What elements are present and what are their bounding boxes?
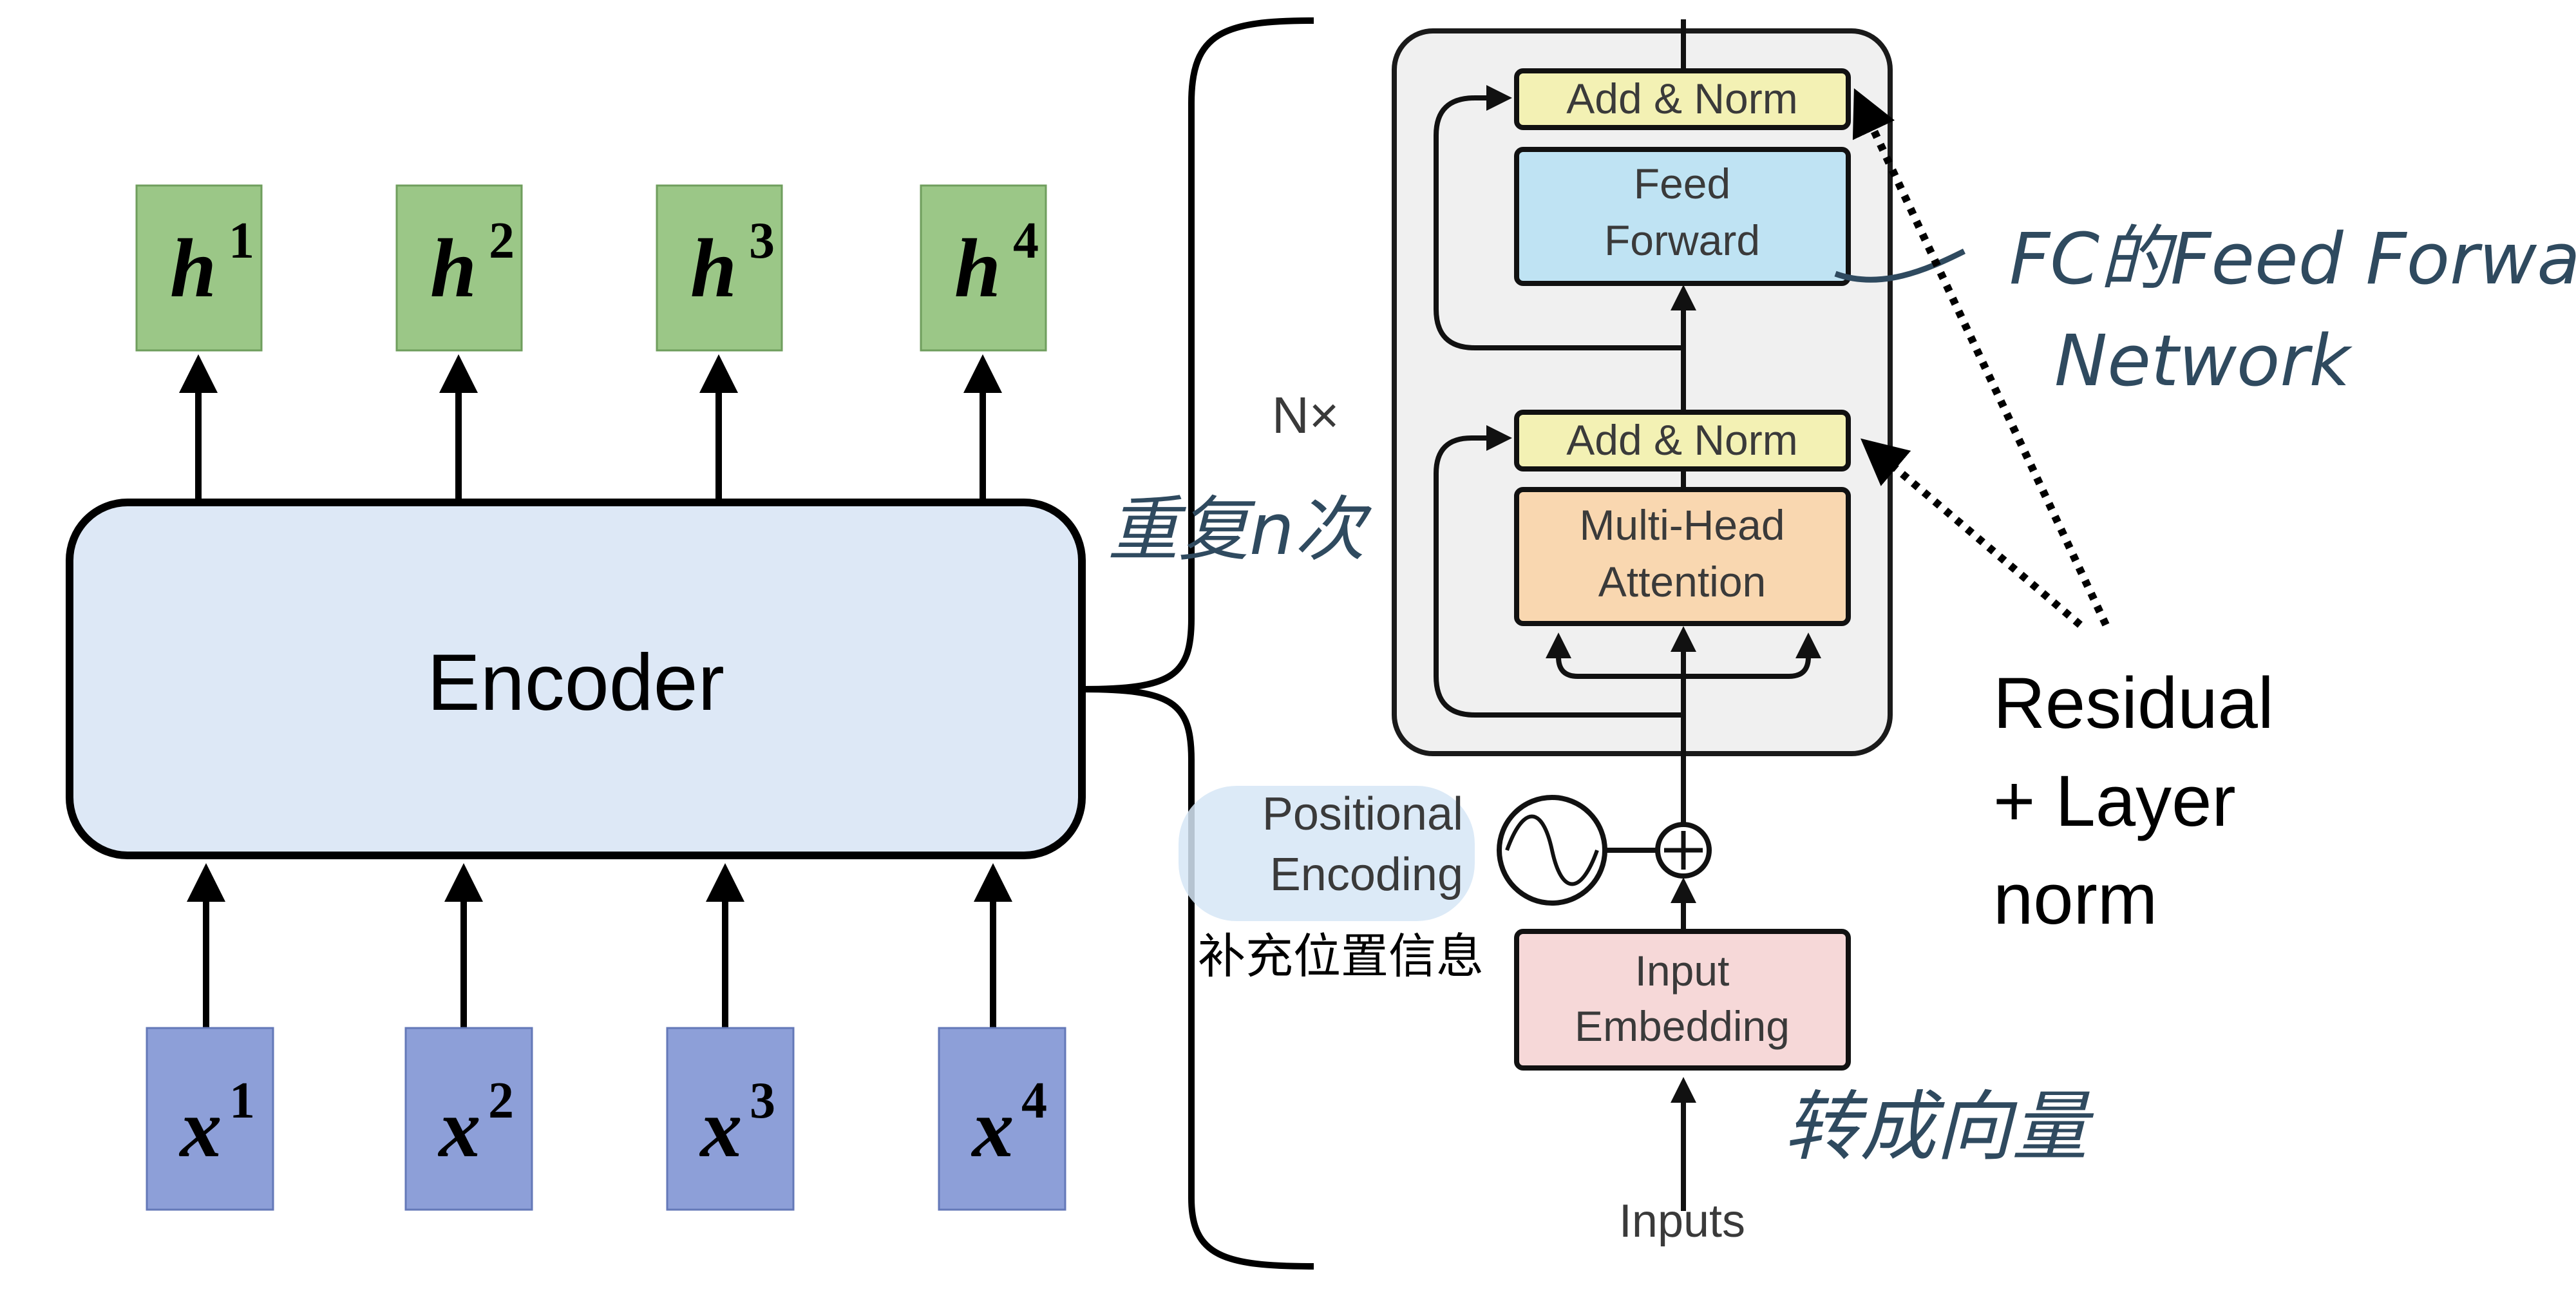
multi-head-line1: Multi-Head <box>1579 501 1785 549</box>
output-h3-base: h <box>690 222 737 315</box>
input-x3: x 3 <box>666 1027 795 1211</box>
positional-note: 补充位置信息 <box>1198 929 1484 983</box>
input-x4-sup: 4 <box>1021 1072 1047 1129</box>
plus-icon <box>1655 822 1712 879</box>
embedding-note: 转成向量 <box>1784 1082 2094 1171</box>
output-h1-sup: 1 <box>229 213 254 269</box>
input-embedding-line1: Input <box>1635 947 1730 995</box>
layer-stack <box>1392 28 1893 756</box>
input-x3-sup: 3 <box>750 1072 775 1129</box>
input-x3-base: x <box>699 1082 743 1175</box>
attention-inputs <box>1546 633 1821 679</box>
repeat-note: 重复n次 <box>1108 488 1372 571</box>
output-h2: h 2 <box>395 184 523 352</box>
sine-wave-icon <box>1497 795 1662 906</box>
residual-pointer-arrows <box>1852 88 2110 628</box>
input-x2-base: x <box>438 1082 481 1175</box>
input-x2: x 2 <box>404 1027 533 1211</box>
output-h4-base: h <box>954 222 1001 315</box>
positional-encoding-line1: Positional <box>1262 788 1463 840</box>
output-h3: h 3 <box>656 184 783 352</box>
input-x1: x 1 <box>146 1027 274 1211</box>
encoder-label: Encoder <box>427 638 724 727</box>
add-norm-bottom-label: Add & Norm <box>1566 416 1797 464</box>
add-norm-top: Add & Norm <box>1514 68 1851 130</box>
multi-head-line2: Attention <box>1598 558 1766 605</box>
output-h2-base: h <box>430 222 477 315</box>
residual-note-line1: Residual <box>1993 663 2274 743</box>
fc-note-connector <box>1834 248 1966 283</box>
output-h3-sup: 3 <box>749 213 775 269</box>
inputs-label: Inputs <box>1619 1195 1745 1247</box>
fc-note-line1: FC的Feed Forward <box>2009 218 2576 300</box>
residual-note-line3: norm <box>1993 859 2157 939</box>
repeat-label: N× <box>1272 386 1340 444</box>
feed-forward-line1: Feed <box>1634 160 1730 207</box>
output-h4-sup: 4 <box>1013 213 1039 269</box>
add-norm-top-label: Add & Norm <box>1566 75 1797 122</box>
input-embedding-line2: Embedding <box>1575 1002 1790 1050</box>
input-arrows <box>187 863 1012 1028</box>
input-embedding-block: Input Embedding <box>1514 929 1851 1071</box>
input-x2-sup: 2 <box>488 1072 514 1129</box>
input-x4: x 4 <box>938 1027 1066 1211</box>
curly-brace <box>1081 17 1314 1270</box>
output-h2-sup: 2 <box>489 213 515 269</box>
encoder-block: Encoder <box>66 499 1086 859</box>
output-arrows <box>179 354 1002 502</box>
output-h1-base: h <box>170 222 216 315</box>
fc-note-line2: Network <box>2054 319 2353 402</box>
input-x4-base: x <box>971 1082 1014 1175</box>
residual-note-line2: + Layer <box>1993 761 2236 841</box>
output-h4: h 4 <box>920 184 1047 352</box>
positional-encoding-line2: Encoding <box>1270 849 1463 900</box>
positional-highlight <box>1179 786 1475 921</box>
output-h1: h 1 <box>135 184 263 352</box>
residual-connections <box>1434 85 1683 718</box>
add-norm-bottom: Add & Norm <box>1514 410 1851 472</box>
feed-forward-line2: Forward <box>1604 216 1760 264</box>
input-x1-base: x <box>179 1082 222 1175</box>
feed-forward-block: Feed Forward <box>1514 147 1851 286</box>
input-x1-sup: 1 <box>229 1072 255 1129</box>
multi-head-attention-block: Multi-Head Attention <box>1514 487 1851 626</box>
